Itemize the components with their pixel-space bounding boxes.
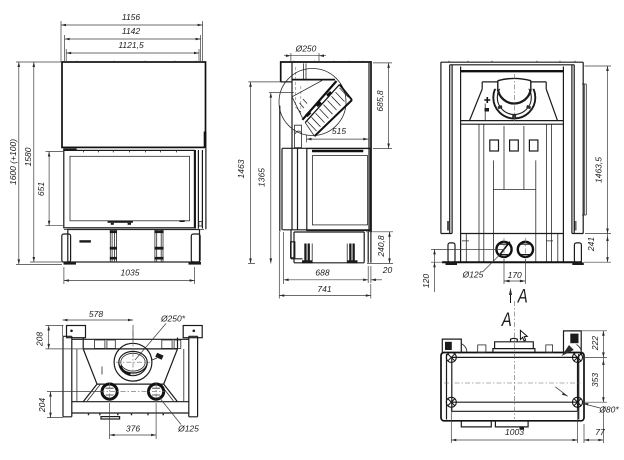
svg-text:1463,5: 1463,5 — [594, 157, 604, 183]
svg-text:515: 515 — [332, 126, 346, 136]
svg-text:A: A — [501, 309, 512, 331]
svg-text:204: 204 — [37, 398, 47, 413]
svg-text:741: 741 — [317, 284, 331, 294]
svg-text:1142: 1142 — [122, 26, 141, 36]
svg-text:77: 77 — [595, 427, 605, 437]
svg-text:651: 651 — [36, 182, 46, 196]
svg-text:222: 222 — [590, 336, 600, 351]
svg-text:A: A — [517, 286, 528, 308]
svg-text:376: 376 — [126, 424, 140, 434]
svg-text:241: 241 — [586, 237, 596, 252]
svg-text:688: 688 — [315, 268, 329, 278]
svg-text:1121,5: 1121,5 — [118, 40, 144, 50]
svg-text:1463: 1463 — [236, 159, 246, 178]
svg-text:20: 20 — [382, 265, 393, 275]
svg-text:240,8: 240,8 — [376, 235, 386, 258]
svg-text:Ø80*: Ø80* — [598, 405, 619, 415]
svg-text:1035: 1035 — [121, 268, 140, 278]
svg-text:353: 353 — [590, 373, 600, 387]
svg-text:578: 578 — [89, 309, 103, 319]
svg-text:Ø125: Ø125 — [462, 270, 484, 280]
svg-text:Ø250: Ø250 — [295, 44, 317, 54]
svg-text:170: 170 — [508, 270, 522, 280]
svg-text:1600 (+100): 1600 (+100) — [8, 139, 18, 185]
svg-text:Ø250*: Ø250* — [160, 314, 186, 324]
svg-text:208: 208 — [35, 332, 45, 347]
svg-text:685,8: 685,8 — [375, 90, 385, 112]
svg-text:1365: 1365 — [257, 168, 267, 187]
svg-text:120: 120 — [421, 274, 431, 288]
svg-text:1003: 1003 — [505, 427, 524, 437]
svg-text:Ø125: Ø125 — [177, 424, 199, 434]
svg-text:1580: 1580 — [23, 147, 33, 166]
svg-text:1156: 1156 — [122, 12, 141, 22]
